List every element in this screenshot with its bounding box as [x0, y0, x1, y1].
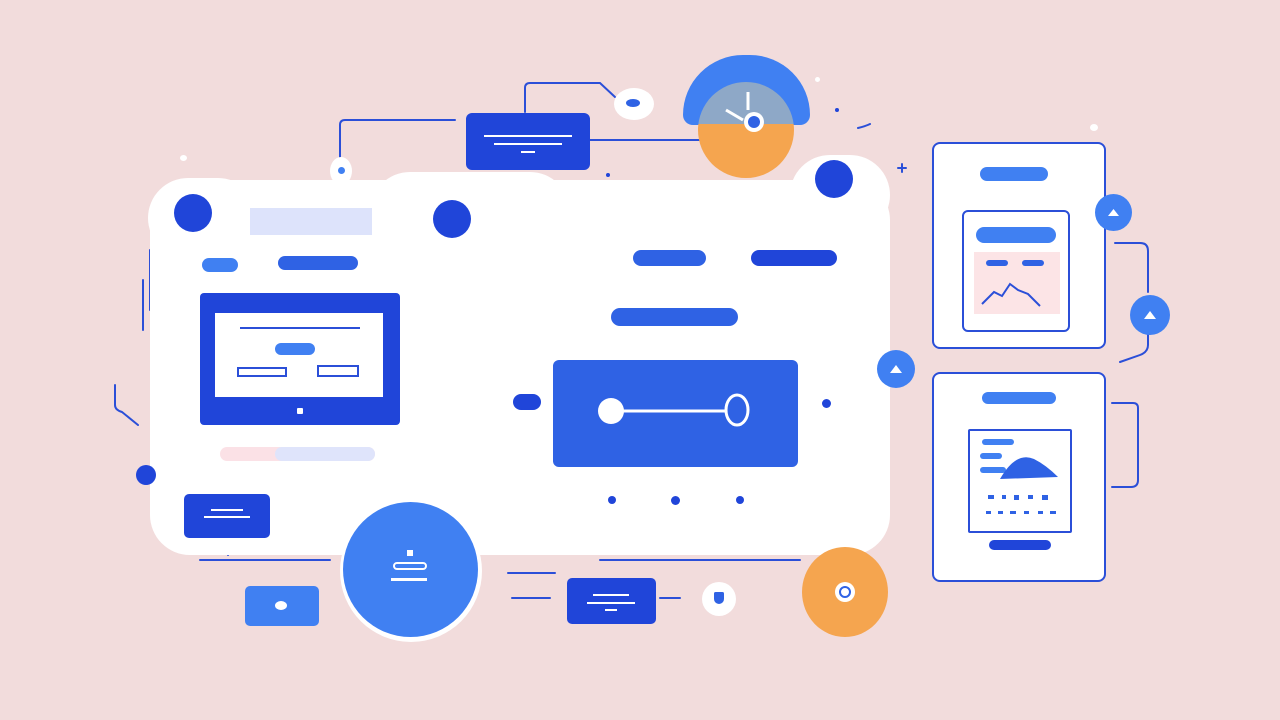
header-pill [202, 258, 238, 272]
chat-card[interactable] [245, 586, 319, 626]
record-button[interactable] [802, 547, 888, 637]
sparkle [835, 108, 839, 112]
pager-dot[interactable] [608, 496, 616, 504]
note-card[interactable] [567, 578, 656, 624]
pager-dot[interactable] [736, 496, 744, 504]
sparkle [815, 77, 820, 82]
menu-button[interactable] [343, 502, 478, 637]
sparkle [180, 155, 187, 161]
clock-icon[interactable] [698, 82, 794, 178]
chevron-up-icon[interactable] [1095, 194, 1132, 231]
header-pill [278, 256, 358, 270]
header-pill [633, 250, 706, 266]
report-card[interactable] [932, 372, 1106, 582]
menu-icon [391, 550, 431, 590]
message-card[interactable] [466, 113, 590, 170]
monitor-screen [215, 313, 383, 397]
slider-icon[interactable] [553, 360, 798, 467]
chevron-up-icon[interactable] [877, 350, 915, 388]
note-card[interactable] [184, 494, 270, 538]
node-dot [136, 465, 156, 485]
content-title-pill [611, 308, 738, 326]
chart-icon [962, 210, 1070, 332]
pager-dot[interactable] [671, 496, 680, 505]
shield-icon[interactable] [702, 582, 736, 616]
progress-track [220, 447, 375, 461]
bubble-icon[interactable] [614, 88, 654, 120]
chart-icon [968, 429, 1072, 533]
status-dot [174, 194, 212, 232]
pin-icon[interactable] [330, 157, 352, 185]
monitor-icon[interactable] [200, 293, 400, 425]
side-pill [513, 394, 541, 410]
sparkle [1090, 124, 1098, 131]
side-dot [822, 399, 831, 408]
status-dot [433, 200, 471, 238]
chevron-up-icon[interactable] [1130, 295, 1170, 335]
sparkle [606, 173, 610, 177]
chart-card[interactable] [932, 142, 1106, 349]
header-pill [751, 250, 837, 266]
slider-card[interactable] [553, 360, 798, 467]
panel-highlight [250, 208, 372, 235]
status-dot [815, 160, 853, 198]
